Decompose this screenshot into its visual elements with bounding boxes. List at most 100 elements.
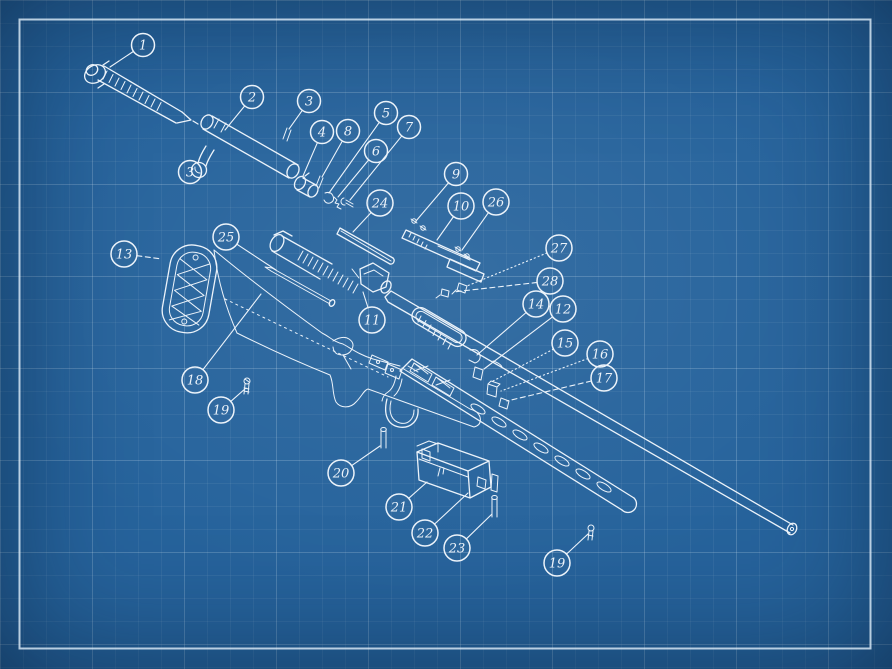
bolt-head-parts-drawing (293, 172, 354, 210)
callout-circle (212, 223, 240, 251)
callout-15: 15 (492, 329, 579, 382)
callout-circle (385, 493, 413, 521)
callout-number: 7 (405, 120, 414, 135)
callout-circle (551, 329, 579, 357)
callout-22: 22 (411, 492, 469, 547)
callout-leader-line (452, 281, 538, 293)
callout-leader-line (362, 291, 369, 309)
callout-number: 23 (448, 541, 466, 556)
callout-leader-line (230, 387, 247, 402)
callout-circle (366, 189, 394, 217)
callout-number: 28 (541, 274, 559, 289)
callout-number: 16 (592, 347, 609, 362)
trigger-group-drawing (332, 336, 510, 410)
callout-leader-line (415, 182, 450, 222)
callout-number: 12 (555, 302, 572, 317)
callout-leader-line (224, 105, 246, 131)
callout-leader-line (202, 293, 262, 371)
callout-leader-line (483, 316, 554, 370)
callout-11: 11 (358, 291, 386, 334)
callout-circle (177, 159, 203, 185)
callout-28: 28 (452, 267, 564, 295)
callout-4: 4 (302, 119, 335, 177)
callout-circle (327, 459, 355, 487)
callout-circle (443, 534, 471, 562)
callout-3: 3 (288, 88, 322, 130)
callout-circle (522, 290, 550, 318)
callout-number: 25 (217, 230, 235, 245)
callout-leader-line (337, 159, 370, 198)
callout-circle (110, 240, 138, 268)
callout-leader-line (352, 211, 372, 233)
callout-circle (549, 295, 577, 323)
rifle-exploded-drawing (83, 60, 798, 541)
callout-leader-line (433, 492, 469, 525)
callout-leader-line (492, 348, 555, 382)
callout-leader-line (288, 109, 303, 130)
callout-number: 27 (550, 241, 568, 256)
rear-sight-drawing (401, 218, 485, 299)
buttpad-drawing (161, 244, 218, 334)
callout-12: 12 (483, 295, 577, 370)
callout-number: 22 (416, 526, 434, 541)
callout-19: 19 (207, 387, 247, 424)
border-frame (18, 18, 872, 650)
callout-number: 24 (371, 196, 389, 211)
trigger-guard-drawing (384, 398, 419, 428)
callout-circle (358, 306, 386, 334)
callout-19: 19 (543, 533, 589, 577)
callout-number: 1 (139, 38, 147, 53)
callout-leader-line (136, 255, 163, 260)
callout-circle (545, 234, 573, 262)
bolt-body-drawing (190, 114, 300, 179)
callout-leader-line (349, 135, 403, 201)
callout-25: 25 (212, 223, 277, 271)
callout-number: 4 (317, 125, 326, 140)
callout-number: 14 (528, 297, 545, 312)
callout-number: 19 (213, 403, 230, 418)
callout-number: 3 (305, 94, 313, 109)
callout-number: 21 (390, 500, 408, 515)
callout-circle (130, 32, 156, 58)
callout-14: 14 (476, 290, 550, 356)
callout-number: 2 (247, 90, 256, 105)
callout-circle (447, 192, 475, 220)
callout-leader-line (351, 445, 381, 467)
callout-leader-line (465, 513, 493, 540)
callout-17: 17 (506, 364, 618, 402)
bolt-spring-assembly-drawing (269, 230, 392, 294)
callout-8: 8 (321, 118, 361, 178)
callout-number: 6 (372, 144, 380, 159)
callout-24: 24 (352, 189, 394, 233)
striker-assembly-drawing (83, 60, 199, 125)
callout-circle (296, 88, 322, 114)
callout-circle (411, 519, 439, 547)
guide-rod-drawing (336, 227, 395, 265)
callout-number: 18 (187, 373, 204, 388)
callout-number: 9 (452, 167, 460, 182)
receiver-barrel-drawing (384, 290, 798, 536)
callout-number: 5 (382, 106, 390, 121)
callout-leader-line (461, 212, 490, 251)
firing-pin-drawing (264, 266, 336, 307)
callout-number: 26 (487, 195, 505, 210)
callout-number: 20 (332, 466, 350, 481)
callout-leader-line (302, 142, 318, 177)
callout-7: 7 (349, 114, 422, 201)
callout-leader-line (466, 252, 548, 287)
callout-leader-line (328, 121, 380, 194)
callout-circle (543, 549, 571, 577)
callout-leader-line (506, 380, 592, 402)
callout-number: 11 (364, 313, 381, 328)
callout-leader-line (236, 243, 277, 271)
callout-circle (373, 100, 399, 126)
callout-23: 23 (443, 513, 493, 562)
callout-13: 13 (110, 240, 163, 268)
magazine-drawing (416, 440, 499, 499)
callout-circle (363, 138, 389, 164)
callout-9: 9 (415, 161, 469, 222)
callout-circle (590, 364, 618, 392)
